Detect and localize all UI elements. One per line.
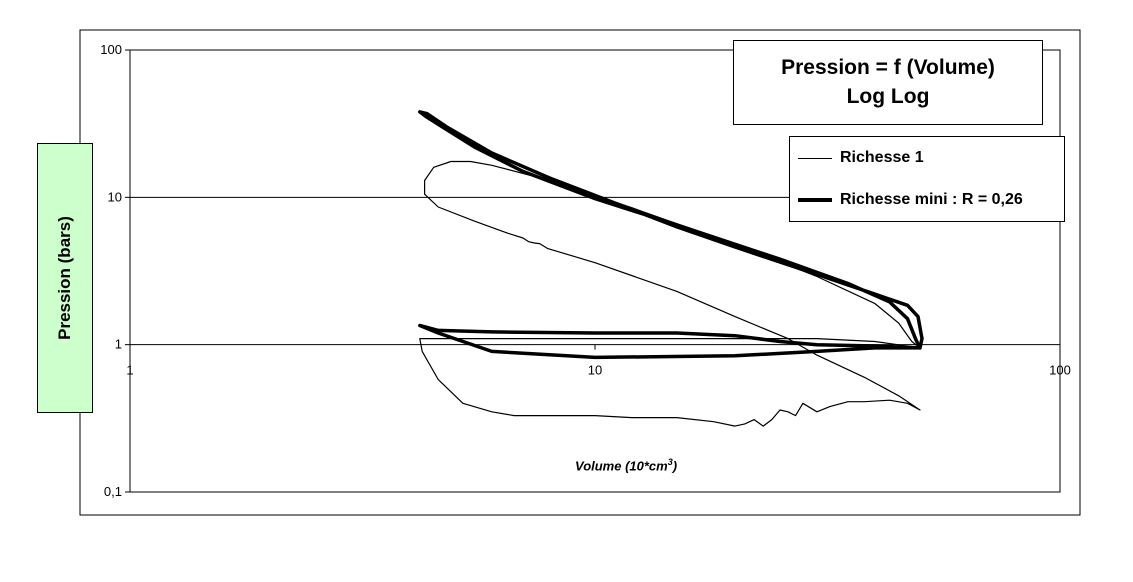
y-tick-label: 0,1 <box>104 484 122 499</box>
series-group <box>418 110 924 427</box>
y-tick-label: 10 <box>108 189 122 204</box>
y-tick-label: 1 <box>115 337 122 352</box>
legend-item-richesse-mini: Richesse mini : R = 0,26 <box>798 191 1023 209</box>
y-axis-label-box: Pression (bars) <box>37 143 93 413</box>
legend-swatch-thick <box>798 198 832 202</box>
legend-item-richesse-1: Richesse 1 <box>798 149 924 167</box>
legend-swatch-thin <box>798 157 832 159</box>
series-line-2 <box>418 110 924 360</box>
legend: Richesse 1 Richesse mini : R = 0,26 <box>789 136 1065 222</box>
chart-title-box: Pression = f (Volume) Log Log <box>733 40 1043 125</box>
x-axis-label-end: ) <box>672 458 678 474</box>
chart-title-line2: Log Log <box>846 85 930 108</box>
x-axis-ticks: 1 10 100 <box>126 344 1071 378</box>
y-tick-label: 100 <box>100 42 122 57</box>
x-tick-label: 1 <box>126 363 133 378</box>
x-axis-label-sup: 3 <box>667 457 673 467</box>
chart-title-line1: Pression = f (Volume) <box>781 56 995 79</box>
legend-label: Richesse mini : R = 0,26 <box>840 191 1023 208</box>
series-line-1 <box>419 160 921 427</box>
legend-label: Richesse 1 <box>840 149 924 166</box>
y-axis-ticks: 0,1 1 10 100 <box>100 42 130 499</box>
x-axis-label-main: Volume (10*cm <box>575 458 668 474</box>
y-axis-label: Pression (bars) <box>55 216 74 340</box>
x-tick-label: 10 <box>588 363 602 378</box>
x-tick-label: 100 <box>1049 363 1071 378</box>
x-axis-label: Volume (10*cm3) <box>575 457 677 473</box>
plot-area-border <box>129 49 1061 493</box>
